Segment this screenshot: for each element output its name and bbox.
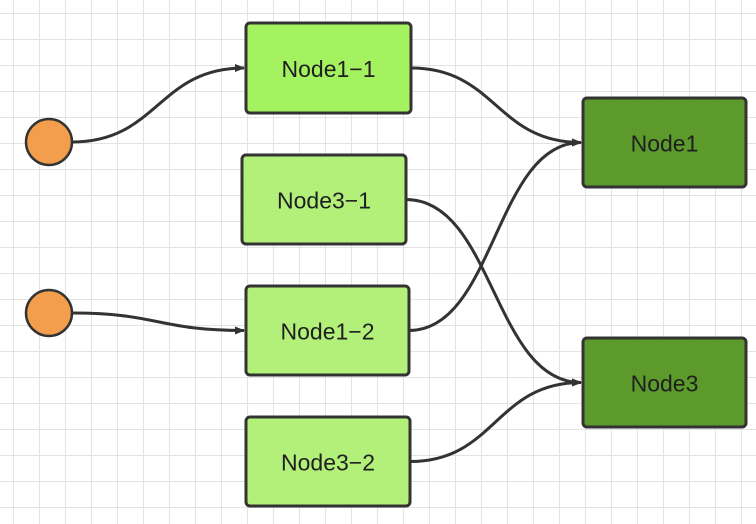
edge-node1-1-to-node1: [410, 66, 582, 147]
node-label: Node3−1: [277, 188, 371, 214]
edges: [71, 64, 582, 463]
node-node3-2[interactable]: Node3−2: [244, 415, 412, 508]
node-box: [244, 21, 413, 115]
node-box: [581, 96, 748, 189]
node-box: [244, 415, 412, 508]
node-label: Node1: [631, 131, 699, 157]
edge-start-1-to-node1-1: [71, 64, 245, 144]
edge-node3-2-to-node3: [409, 378, 582, 463]
start-circle[interactable]: [24, 288, 74, 338]
node-label: Node3: [631, 371, 699, 397]
node-label: Node1−1: [282, 56, 376, 82]
node-node1-2[interactable]: Node1−2: [244, 284, 411, 377]
node-box: [240, 153, 408, 246]
node-label: Node1−2: [281, 319, 375, 345]
edge-node3-1-to-node3: [405, 198, 582, 387]
node-box: [244, 284, 411, 377]
edge-node1-2-to-node1: [408, 138, 582, 332]
start-circle[interactable]: [24, 117, 74, 167]
node-label: Node3−2: [281, 450, 375, 476]
node-node1-1[interactable]: Node1−1: [244, 21, 413, 115]
node-node1[interactable]: Node1: [581, 96, 748, 189]
node-node3-1[interactable]: Node3−1: [240, 153, 408, 246]
node-node3[interactable]: Node3: [581, 336, 748, 429]
node-box: [581, 336, 748, 429]
start-points: [24, 117, 74, 338]
edge-start-2-to-node1-2: [71, 311, 245, 335]
